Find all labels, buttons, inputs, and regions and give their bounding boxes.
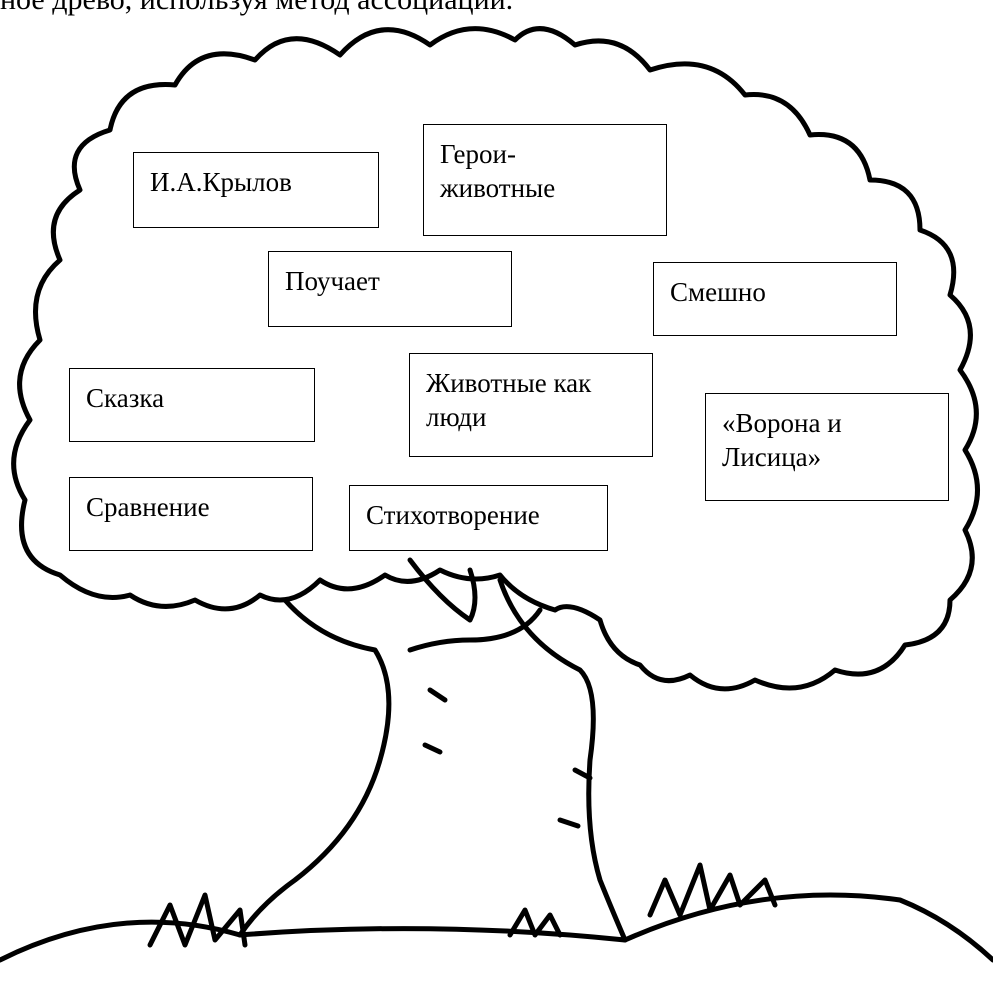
- tree-branch-right: [467, 607, 543, 643]
- tree-trunk-right: [497, 577, 628, 943]
- ground-right-hill: [622, 892, 993, 963]
- word-box-funny: Смешно: [653, 262, 897, 336]
- grass-middle: [507, 907, 563, 938]
- word-box-animals-as-people: Животные как люди: [409, 353, 653, 457]
- word-box-poem: Стихотворение: [349, 485, 608, 551]
- bark-mark-2: [422, 742, 443, 755]
- word-box-fairy-tale: Сказка: [69, 368, 315, 442]
- word-box-teaches: Поучает: [268, 251, 512, 327]
- grass-left: [147, 892, 248, 948]
- tree-branch-left: [407, 557, 478, 623]
- ground-middle: [237, 926, 628, 943]
- word-box-comparison: Сравнение: [69, 477, 313, 551]
- word-box-crow-and-fox: «Ворона и Лисица»: [705, 393, 949, 501]
- ground-left-hill: [0, 919, 243, 963]
- word-box-krylov: И.А.Крылов: [133, 152, 379, 228]
- bark-mark-4: [557, 817, 581, 829]
- tree-trunk-left: [237, 597, 392, 938]
- bark-mark-1: [427, 687, 448, 703]
- instruction-text: ное древо, используя метод ассоциаций.: [0, 0, 513, 18]
- word-box-heroes-animals: Герои- животные: [423, 124, 667, 236]
- grass-right: [647, 862, 778, 918]
- tree-branch-mid: [407, 637, 473, 653]
- tree-crown-outline: [11, 26, 980, 692]
- bark-mark-3: [572, 767, 593, 781]
